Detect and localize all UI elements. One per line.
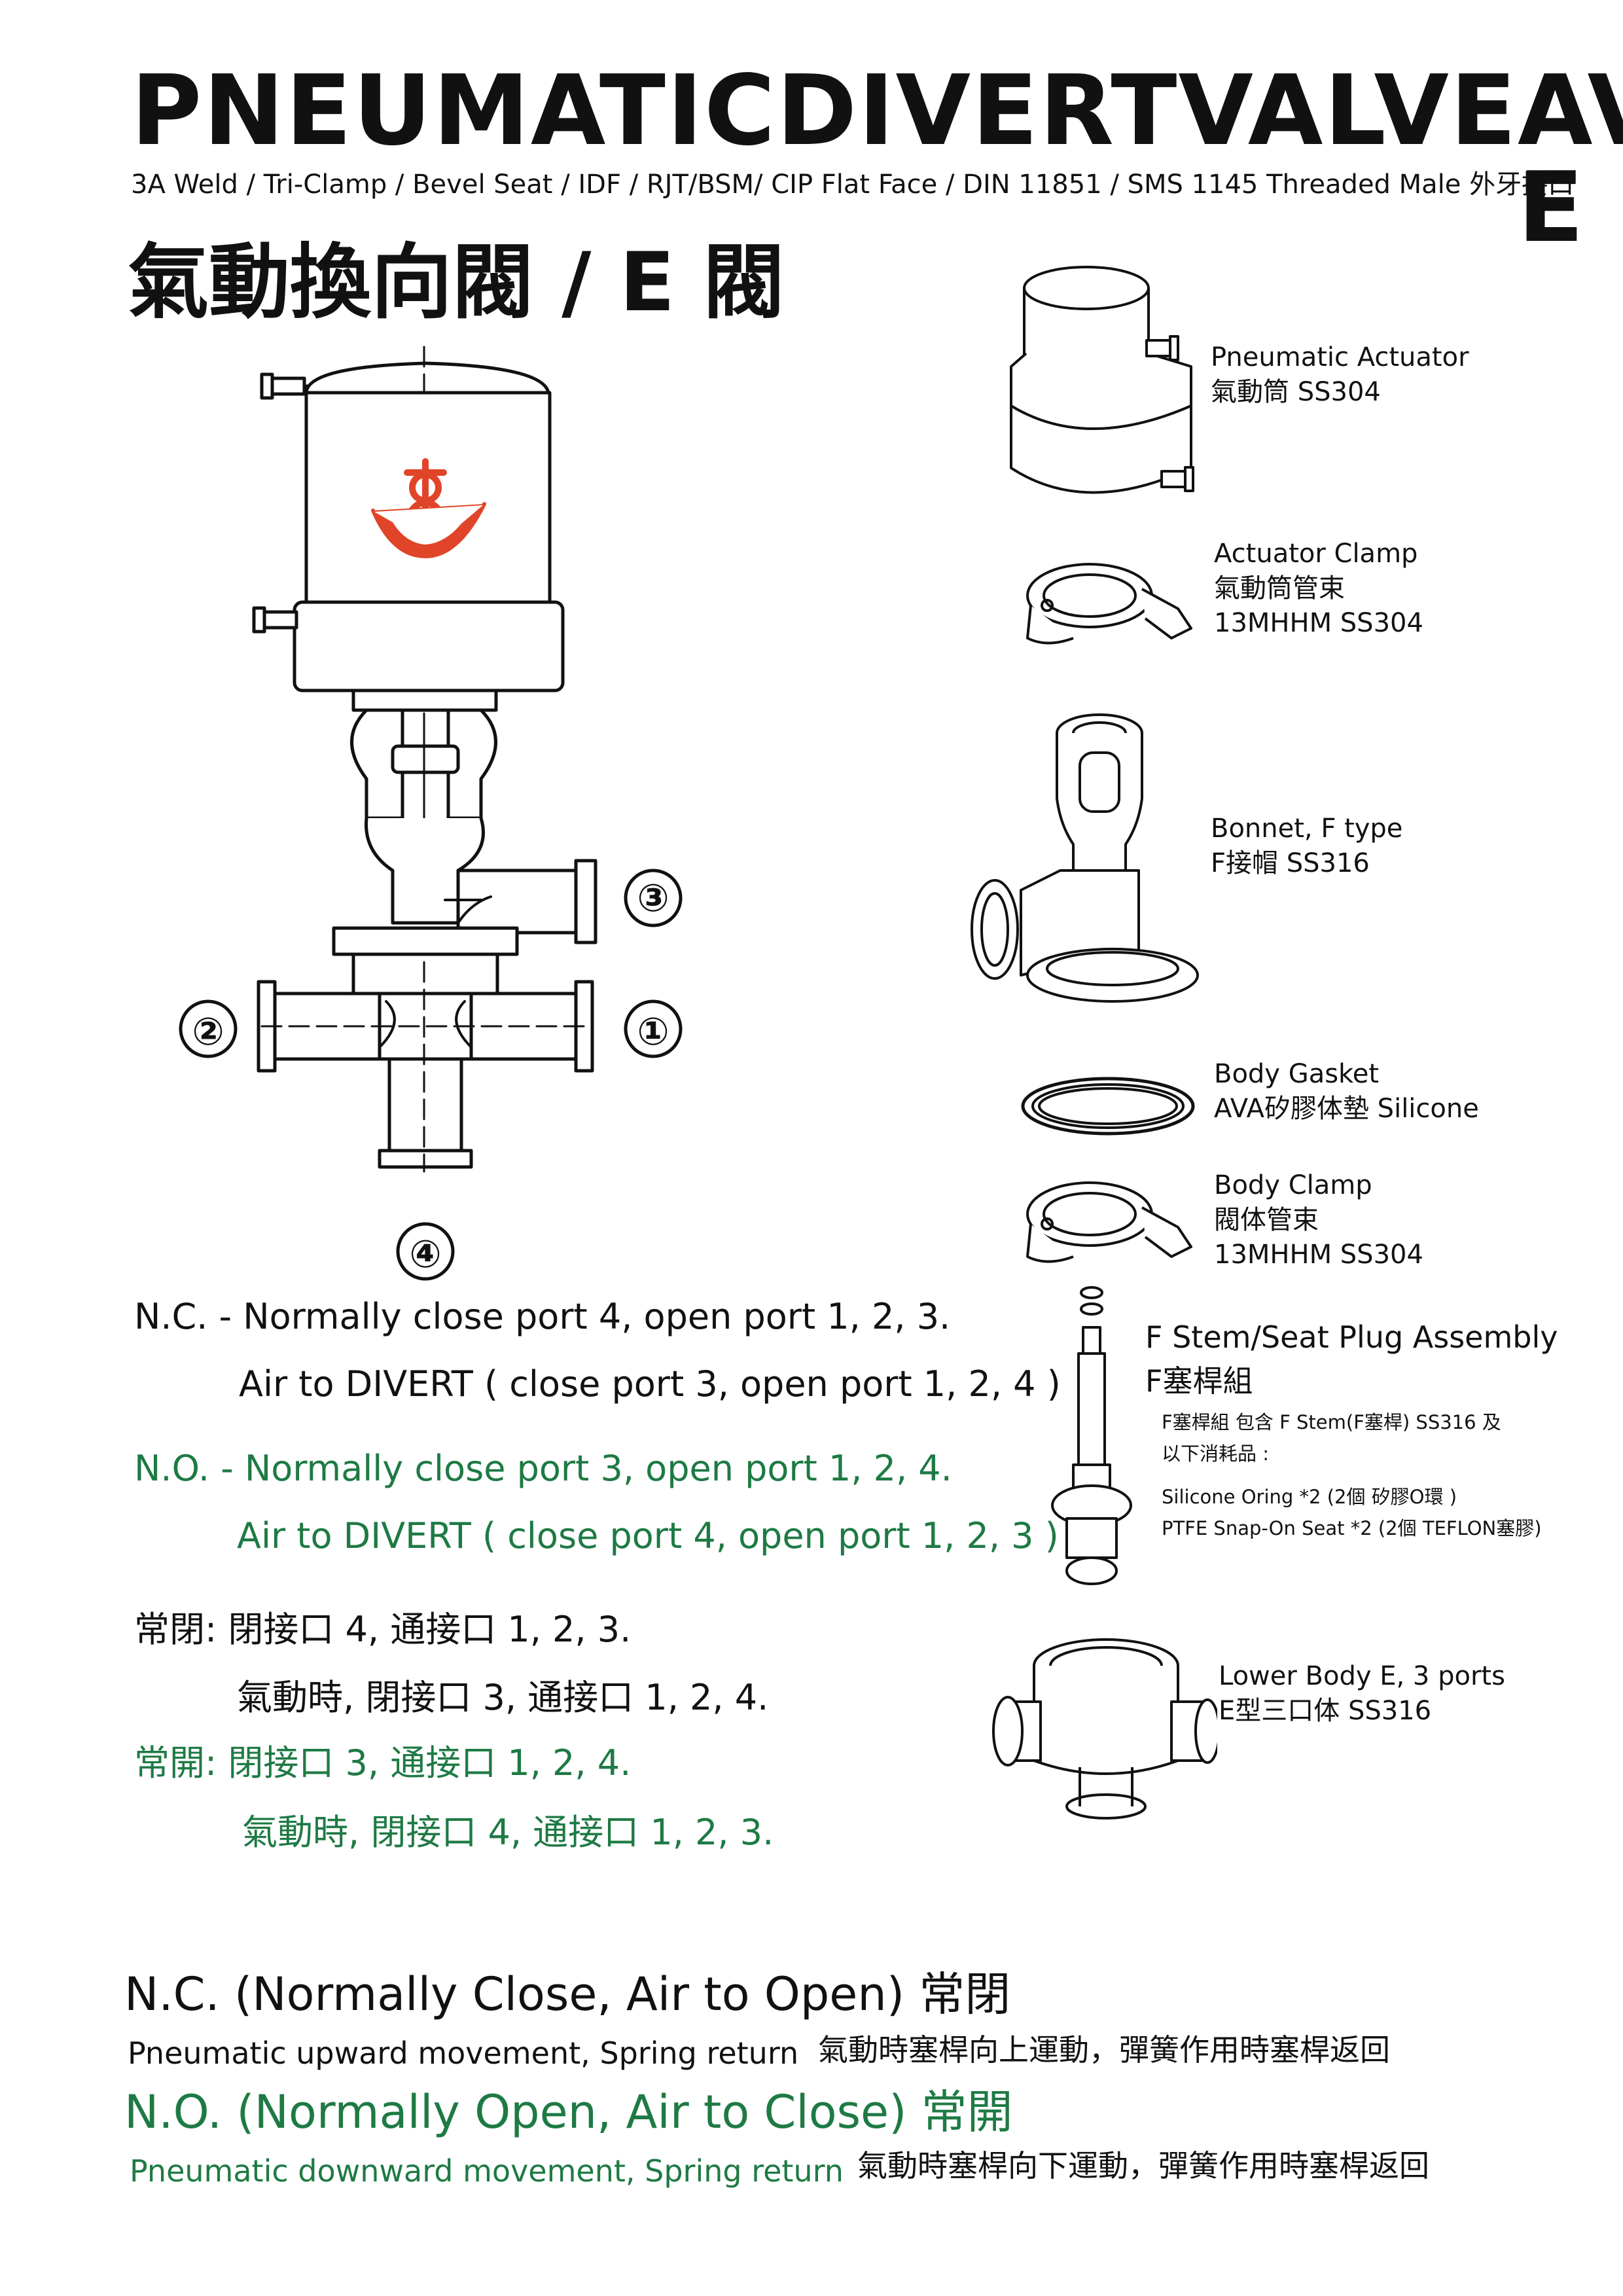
- exploded-parts-drawing: [971, 266, 1217, 1820]
- stem-assembly-label: F Stem/Seat Plug Assembly F塞桿組: [1145, 1316, 1558, 1403]
- part-spec: 閥体管束: [1214, 1204, 1319, 1235]
- part-name: Bonnet, F type: [1211, 814, 1403, 844]
- no-sub-en: Pneumatic downward movement, Spring retu…: [130, 2153, 844, 2189]
- air-fitting-bottom-icon: [252, 606, 298, 634]
- actuator-label: Pneumatic Actuator 氣動筒 SS304: [1211, 340, 1469, 410]
- stem-notes: F塞桿組 包含 F Stem(F塞桿) SS316 及 以下消耗品 : Sili…: [1162, 1407, 1542, 1544]
- part-spec: 13MHHM SS304: [1214, 607, 1423, 638]
- body-gasket-label: Body Gasket AVA矽膠体墊 Silicone: [1214, 1057, 1479, 1126]
- no-description-line2: Air to DIVERT ( close port 4, open port …: [237, 1515, 1059, 1556]
- port-2-marker: [179, 999, 238, 1058]
- title-word: DIVERT: [776, 54, 1179, 167]
- part-spec: E型三口体 SS316: [1219, 1695, 1432, 1726]
- cn-no-line1: 常開: 閉接口 3, 通接口 1, 2, 4.: [134, 1742, 632, 1784]
- actuator-clamp-label: Actuator Clamp 氣動筒管束 13MHHM SS304: [1214, 537, 1423, 640]
- port-3-marker: [624, 869, 683, 927]
- lower-body-label: Lower Body E, 3 ports E型三口体 SS316: [1219, 1659, 1505, 1729]
- title-word: PNEUMATIC: [131, 54, 777, 167]
- part-name: Actuator Clamp: [1214, 539, 1418, 569]
- part-spec: AVA矽膠体墊 Silicone: [1214, 1093, 1479, 1124]
- part-spec: F接帽 SS316: [1211, 848, 1370, 878]
- bonnet-label: Bonnet, F type F接帽 SS316: [1211, 812, 1402, 881]
- bonnet-part-icon: [971, 713, 1199, 1003]
- part-spec: 13MHHM SS304: [1214, 1239, 1423, 1270]
- lower-body-part-icon: [992, 1638, 1217, 1820]
- port-4-label: ④: [409, 1232, 442, 1276]
- actuator-part-icon: [1010, 266, 1194, 494]
- port-4-marker: [396, 1222, 455, 1281]
- nc-description-line2: Air to DIVERT ( close port 3, open port …: [239, 1363, 1061, 1405]
- title-word: AV-E: [1518, 54, 1623, 264]
- part-spec: 氣動筒管束: [1214, 573, 1345, 603]
- no-description-line1: N.O. - Normally close port 3, open port …: [134, 1448, 952, 1489]
- cn-no-line2: 氣動時, 閉接口 4, 通接口 1, 2, 3.: [242, 1812, 774, 1853]
- port-1-marker: [624, 999, 683, 1058]
- cn-nc-line2: 氣動時, 閉接口 3, 通接口 1, 2, 4.: [237, 1677, 769, 1718]
- part-name: Body Clamp: [1214, 1170, 1372, 1200]
- brand-logo-icon: [371, 458, 486, 558]
- actuator-clamp-part-icon: [1026, 563, 1192, 645]
- port-1-label: ①: [637, 1009, 669, 1054]
- port-2-label: ②: [192, 1009, 224, 1054]
- port-3-label: ③: [637, 876, 669, 920]
- no-sub-cn: 氣動時塞桿向下運動，彈簧作用時塞桿返回: [857, 2148, 1429, 2183]
- body-clamp-part-icon: [1026, 1181, 1192, 1263]
- part-name: Body Gasket: [1214, 1059, 1380, 1089]
- no-heading: N.O. (Normally Open, Air to Close) 常開: [124, 2085, 1013, 2139]
- nc-heading: N.C. (Normally Close, Air to Open) 常閉: [124, 1967, 1011, 2021]
- body-clamp-label: Body Clamp 閥体管束 13MHHM SS304: [1214, 1168, 1423, 1272]
- valve-assembly-drawing: ③: [179, 346, 683, 1281]
- part-spec: F塞桿組: [1145, 1363, 1253, 1399]
- stem-note: PTFE Snap-On Seat *2 (2個 TEFLON塞膠): [1162, 1516, 1542, 1539]
- nc-sub-en: Pneumatic upward movement, Spring return: [128, 2036, 799, 2071]
- part-name: F Stem/Seat Plug Assembly: [1145, 1319, 1558, 1355]
- air-fitting-top-icon: [260, 372, 316, 400]
- nc-description-line1: N.C. - Normally close port 4, open port …: [134, 1296, 951, 1337]
- connection-types-subtitle: 3A Weld / Tri-Clamp / Bevel Seat / IDF /…: [131, 170, 1575, 200]
- stem-assembly-part-icon: [1051, 1286, 1132, 1585]
- stem-note: 以下消耗品 :: [1162, 1442, 1269, 1465]
- part-name: Lower Body E, 3 ports: [1219, 1661, 1505, 1691]
- stem-note: Silicone Oring *2 (2個 矽膠O環 ): [1162, 1485, 1457, 1508]
- chinese-title: 氣動換向閥 / E 閥: [128, 236, 785, 330]
- stem-note: F塞桿組 包含 F Stem(F塞桿) SS316 及: [1162, 1411, 1501, 1433]
- cn-nc-line1: 常閉: 閉接口 4, 通接口 1, 2, 3.: [134, 1609, 632, 1650]
- part-spec: 氣動筒 SS304: [1211, 376, 1381, 407]
- page-title: PNEUMATIC DIVERT VALVE AV-E: [131, 54, 1623, 256]
- title-word: VALVE: [1178, 54, 1518, 167]
- nc-sub-cn: 氣動時塞桿向上運動，彈簧作用時塞桿返回: [818, 2032, 1390, 2068]
- body-gasket-part-icon: [1021, 1077, 1195, 1136]
- part-name: Pneumatic Actuator: [1211, 342, 1469, 372]
